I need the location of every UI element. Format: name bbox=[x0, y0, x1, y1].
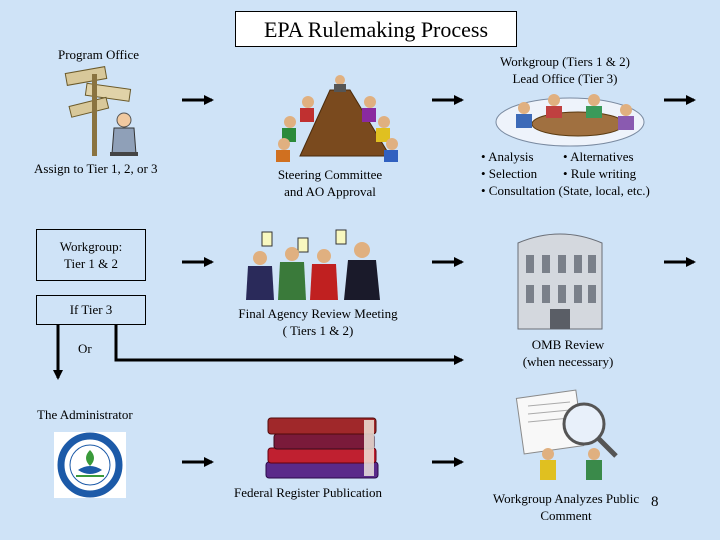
page-title: EPA Rulemaking Process bbox=[235, 11, 517, 47]
workgroup-comment-line1: Workgroup Analyzes Public bbox=[492, 491, 640, 506]
omb-building-illustration bbox=[517, 233, 603, 330]
bullet-consultation: • Consultation (State, local, etc.) bbox=[481, 183, 650, 198]
workgroup-comment-label: Workgroup Analyzes Public Comment bbox=[480, 490, 652, 524]
final-review-label: Final Agency Review Meeting ( Tiers 1 & … bbox=[222, 305, 414, 339]
steering-line1: Steering Committee bbox=[277, 167, 383, 182]
workgroup-meeting-illustration bbox=[495, 94, 645, 147]
bullet-selection: • Selection bbox=[481, 166, 538, 181]
federal-register-label: Federal Register Publication bbox=[234, 485, 383, 500]
final-review-line2: ( Tiers 1 & 2) bbox=[282, 323, 354, 338]
analyzing-comments-illustration bbox=[515, 389, 618, 480]
omb-review-label: OMB Review (when necessary) bbox=[500, 336, 636, 370]
workgroup-comment-line2: Comment bbox=[540, 508, 592, 523]
conference-table-illustration bbox=[276, 75, 398, 162]
omb-line1: OMB Review bbox=[531, 337, 605, 352]
workgroup-tiers-line2: Lead Office (Tier 3) bbox=[512, 71, 618, 86]
workgroup-tier-box: Workgroup: Tier 1 & 2 bbox=[36, 229, 146, 281]
workgroup-box-line1: Workgroup: bbox=[59, 239, 123, 254]
bullet-analysis: • Analysis bbox=[481, 149, 534, 164]
workgroup-box-line2: Tier 1 & 2 bbox=[63, 256, 119, 271]
page-number: 8 bbox=[651, 494, 659, 510]
administrator-label: The Administrator bbox=[37, 407, 133, 422]
epa-seal-logo bbox=[54, 432, 126, 498]
steering-committee-label: Steering Committee and AO Approval bbox=[262, 166, 398, 200]
workgroup-tiers-label: Workgroup (Tiers 1 & 2) Lead Office (Tie… bbox=[475, 53, 655, 87]
final-review-line1: Final Agency Review Meeting bbox=[238, 306, 398, 321]
books-illustration bbox=[265, 417, 379, 479]
program-office-label: Program Office bbox=[58, 47, 139, 62]
omb-line2: (when necessary) bbox=[522, 354, 614, 369]
arrow-tier3-to-omb bbox=[114, 325, 464, 365]
assign-tier-label: Assign to Tier 1, 2, or 3 bbox=[34, 161, 158, 176]
steering-line2: and AO Approval bbox=[284, 184, 376, 199]
bullet-rule-writing: • Rule writing bbox=[563, 166, 637, 181]
if-tier3-box: If Tier 3 bbox=[36, 295, 146, 325]
or-label: Or bbox=[78, 341, 92, 356]
workgroup-tiers-line1: Workgroup (Tiers 1 & 2) bbox=[500, 54, 630, 69]
signpost-person-illustration bbox=[64, 66, 138, 156]
bullet-alternatives: • Alternatives bbox=[563, 149, 634, 164]
final-review-voting-illustration bbox=[246, 229, 380, 300]
